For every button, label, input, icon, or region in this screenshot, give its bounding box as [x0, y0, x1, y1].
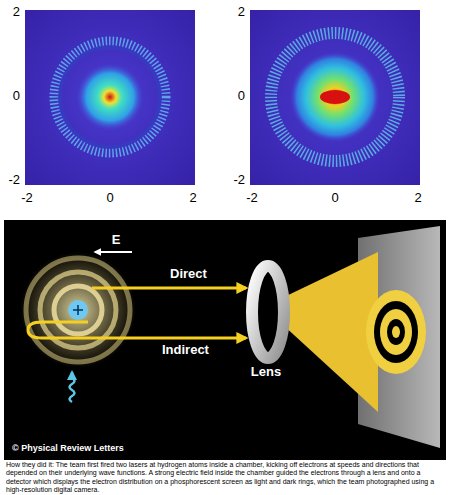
axis-tick: 0	[331, 191, 338, 205]
electron-map-left	[25, 10, 195, 185]
diagram-panel	[4, 220, 446, 460]
axis-tick: -2	[233, 173, 245, 187]
axis-tick: 0	[238, 89, 245, 103]
axis-tick: 2	[238, 5, 245, 19]
lens-ring	[252, 266, 284, 358]
axis-tick: 2	[414, 191, 421, 205]
axis-tick: -2	[8, 173, 20, 187]
axis-tick: 2	[189, 191, 196, 205]
indirect-path	[28, 322, 246, 338]
electron-map-right	[250, 10, 420, 185]
axis-tick: 0	[106, 191, 113, 205]
lens-label: Lens	[251, 365, 281, 379]
axis-tick: -2	[21, 191, 33, 205]
caption: How they did it: The team first fired tw…	[6, 461, 444, 494]
field-label: E	[112, 233, 121, 247]
path-label: Direct	[170, 267, 207, 281]
ring-pattern	[366, 290, 426, 374]
laser-wave	[70, 372, 75, 402]
field-arrow	[95, 251, 132, 253]
axis-tick: -2	[246, 191, 258, 205]
path-label: Indirect	[162, 343, 209, 357]
axis-tick: 2	[13, 5, 20, 19]
copyright-note: © Physical Review Letters	[12, 444, 124, 454]
atom	[20, 252, 136, 368]
direct-path	[92, 287, 246, 290]
beam	[282, 252, 378, 412]
axis-tick: 0	[13, 89, 20, 103]
